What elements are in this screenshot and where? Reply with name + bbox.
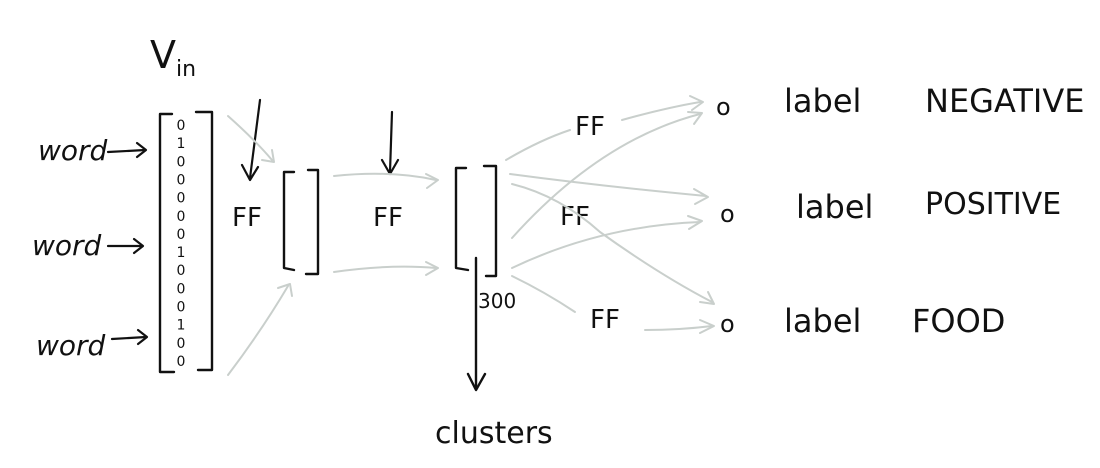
hidden-layer-2-bracket: [454, 164, 498, 278]
output-label-word-3: label: [784, 302, 861, 340]
word-arrows: [106, 141, 149, 346]
hidden1-bracket-right: [304, 168, 320, 276]
word-arrowhead-3: [136, 328, 149, 346]
gray-arrow-h: [511, 113, 701, 239]
word-arrowhead-2: [132, 237, 145, 255]
gray-arrow-d: [333, 265, 437, 273]
vector-digit: 0: [177, 118, 186, 134]
input-vector-digits: 0 1 0 0 0 0 0 1 0 0 0 1 0 0: [177, 118, 186, 370]
hidden2-bracket-left: [454, 166, 470, 272]
output-label-name-1: NEGATIVE: [925, 82, 1084, 120]
word-arrow-3: [110, 335, 148, 341]
hidden-size-label: 300: [478, 289, 516, 313]
ff-label-5: FF: [590, 305, 620, 335]
word-arrowhead-1: [135, 141, 148, 159]
output-label-name-3: FOOD: [912, 302, 1005, 340]
word-arrow-1: [106, 148, 147, 154]
vector-digit: 1: [177, 136, 186, 152]
input-to-hidden1-arrows: [227, 115, 293, 376]
vin-arrow-line: [248, 98, 262, 180]
output-node-2: o: [720, 200, 735, 228]
vector-digit: 0: [177, 281, 186, 297]
hidden2-to-output-arrows: [505, 95, 715, 334]
ff-label-2: FF: [373, 203, 403, 233]
input-arrow-2-line: [388, 110, 394, 174]
input-bracket-right: [194, 110, 214, 372]
gray-arrow-j2: [644, 325, 713, 331]
gray-arrow-b: [227, 285, 289, 376]
vector-digit: 0: [177, 300, 186, 316]
gray-arrow-g: [511, 183, 713, 303]
hidden1-bracket-left: [282, 170, 296, 272]
vin-arrow: [240, 98, 262, 182]
gray-arrow-a: [227, 115, 273, 161]
vector-digit: 0: [177, 172, 186, 188]
gray-arrow-i: [511, 221, 701, 269]
vin-arrow-head: [240, 163, 260, 182]
word-label-3: word: [36, 329, 106, 362]
output-label-name-2: POSITIVE: [925, 187, 1061, 222]
vin-subscript: in: [176, 57, 196, 82]
hidden2-bracket-right: [482, 164, 498, 278]
input-arrow-2: [380, 110, 400, 176]
gray-arrow-c: [333, 172, 437, 181]
gray-arrow-j1: [511, 275, 576, 313]
clusters-arrow-head: [466, 372, 487, 392]
ff-label-3: FF: [575, 112, 605, 142]
clusters-label: clusters: [435, 416, 553, 451]
word-label-1: word: [38, 134, 108, 167]
output-node-3: o: [720, 310, 735, 338]
gray-arrow-e1: [505, 129, 571, 161]
input-bracket-left: [158, 112, 176, 374]
word-label-2: word: [32, 229, 102, 262]
vector-digit: 0: [177, 354, 186, 370]
vin-title: V: [150, 33, 176, 77]
vector-digit: 0: [177, 227, 186, 243]
vector-digit: 0: [177, 263, 186, 279]
vector-digit: 0: [177, 209, 186, 225]
vector-digit: 0: [177, 336, 186, 352]
gray-arrow-f: [509, 173, 707, 197]
vector-digit: 0: [177, 191, 186, 207]
output-label-word-1: label: [784, 82, 861, 120]
output-label-word-2: label: [796, 188, 873, 226]
hidden-layer-1-bracket: [282, 168, 320, 276]
input-vector-bracket: [158, 110, 214, 374]
vector-digit: 1: [177, 245, 186, 261]
vector-digit: 1: [177, 318, 186, 334]
ff-label-1: FF: [232, 203, 262, 233]
vector-digit: 0: [177, 154, 186, 170]
gray-arrow-e2: [621, 101, 701, 121]
clusters-arrow: [466, 256, 487, 392]
hidden1-to-hidden2-arrows: [333, 172, 439, 276]
output-node-1: o: [716, 93, 731, 121]
